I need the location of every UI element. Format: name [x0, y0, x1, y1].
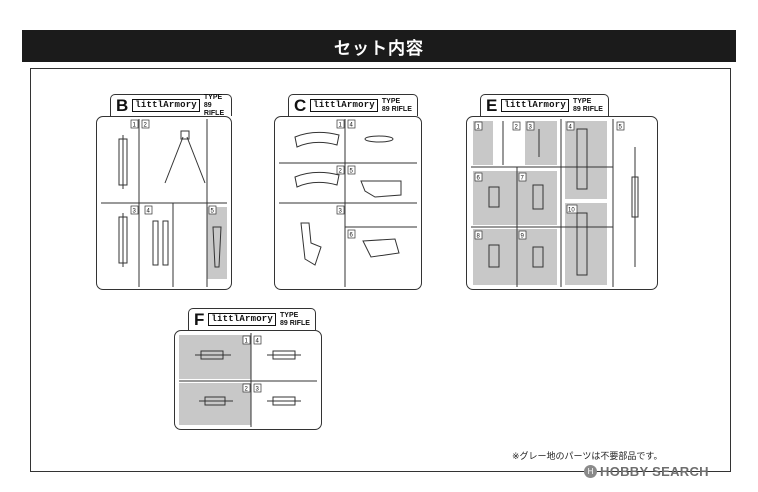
brand-logo: littlArmory [208, 313, 277, 326]
part-number: 2 [245, 387, 249, 393]
part-number-labels: 1 2 3 4 5 6 [336, 119, 356, 239]
part-number-labels: 1 2 3 4 5 [130, 119, 217, 215]
part-number: 4 [256, 339, 260, 345]
sprue-e-drawing: 1 2 3 4 5 6 7 8 9 10 [471, 119, 639, 287]
part-number: 1 [339, 123, 343, 129]
page-title: セット内容 [334, 39, 424, 59]
part-number-labels: 1 2 3 4 [242, 335, 262, 393]
sprue-letter: F [194, 309, 205, 329]
part-number: 9 [521, 234, 525, 240]
brand-logo: littlArmory [501, 99, 569, 112]
part-number: 2 [515, 125, 519, 131]
sprue-f-drawing: 1 2 3 4 [179, 333, 317, 427]
part-number: 8 [477, 234, 481, 240]
sprue-b-drawing: 1 2 3 4 5 [101, 119, 227, 287]
title-banner: セット内容 [22, 30, 736, 62]
sprue-letter: C [294, 95, 307, 115]
part-number: 2 [144, 123, 148, 129]
part-number: 10 [568, 208, 575, 214]
part-number: 2 [339, 169, 343, 175]
part-number: 3 [133, 209, 137, 215]
sprue-c-drawing: 1 2 3 4 5 6 [279, 119, 417, 287]
sprue-b-runner: 1 2 3 4 5 [96, 116, 232, 290]
part-number: 5 [350, 169, 354, 175]
part-number: 4 [147, 209, 151, 215]
part-number: 1 [245, 339, 249, 345]
sprue-f-runner: 1 2 3 4 [174, 330, 322, 430]
sprue-c-runner: 1 2 3 4 5 6 [274, 116, 422, 290]
part-number: 4 [350, 123, 354, 129]
unused-parts-note: ※グレー地のパーツは不要部品です。 [512, 452, 663, 462]
part-number: 5 [619, 125, 623, 131]
part-number: 3 [529, 125, 533, 131]
part-number: 1 [477, 125, 481, 131]
sprue-letter: B [116, 95, 129, 115]
part-number: 6 [350, 233, 354, 239]
part-number-labels: 1 2 3 4 5 6 7 8 9 10 [474, 121, 625, 240]
sprue-letter: E [486, 95, 498, 115]
part-number: 5 [211, 209, 215, 215]
part-number: 6 [477, 176, 481, 182]
brand-logo: littlArmory [132, 99, 200, 112]
part-number: 7 [521, 176, 525, 182]
unused-part-areas [179, 335, 251, 425]
watermark: HOBBY SEARCH [600, 464, 709, 479]
sprue-e-runner: 1 2 3 4 5 6 7 8 9 10 [466, 116, 658, 290]
part-number: 1 [133, 123, 137, 129]
part-number: 4 [569, 125, 573, 131]
contents-frame [30, 68, 731, 472]
unused-part-areas [473, 121, 607, 285]
part-number: 3 [339, 209, 343, 215]
brand-logo: littlArmory [310, 99, 378, 112]
part-number: 3 [256, 387, 260, 393]
unused-part-area [207, 207, 227, 279]
watermark-logo-icon: H [584, 465, 597, 478]
